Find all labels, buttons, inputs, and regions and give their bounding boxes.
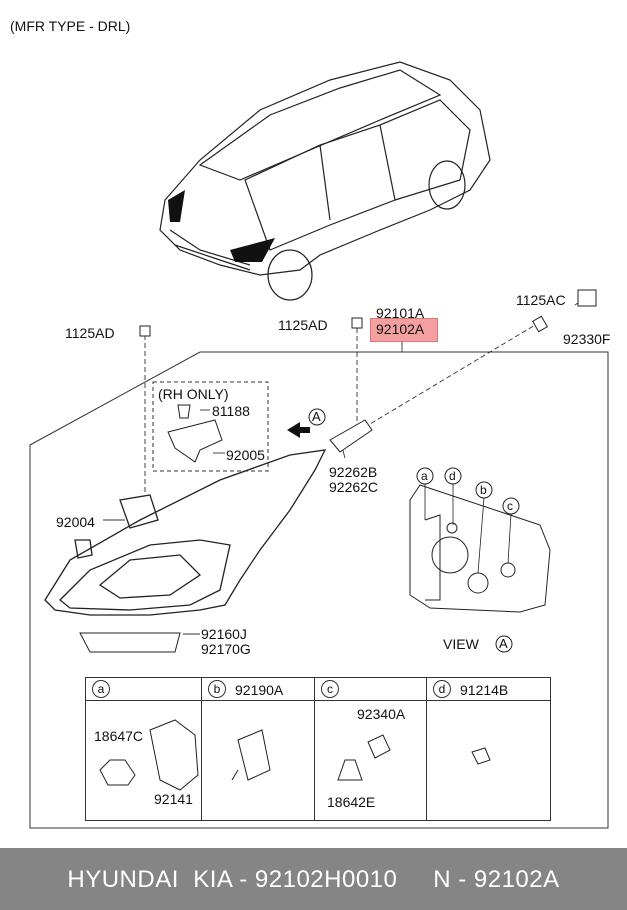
label-1125ad-left: 1125AD xyxy=(65,325,115,341)
label-81188: 81188 xyxy=(212,403,250,419)
table-col-a-letter: a xyxy=(92,680,110,698)
view-arrow xyxy=(287,422,310,438)
callout-a: a xyxy=(421,469,428,483)
table-col-a: a 18647C 92141 xyxy=(86,678,201,820)
label-view-a-circle: A xyxy=(499,636,508,651)
headlamp-assembly xyxy=(44,449,327,616)
table-col-c-letter: c xyxy=(321,680,339,698)
label-91214b: 91214B xyxy=(460,682,509,698)
table-header xyxy=(86,678,550,701)
table-col-d: d 91214B xyxy=(426,678,551,820)
table-col-d-letter: d xyxy=(433,680,451,698)
table-col-b: b 92190A xyxy=(201,678,315,820)
bracket-92005 xyxy=(167,419,223,463)
label-92005: 92005 xyxy=(226,447,265,463)
label-92170g: 92170G xyxy=(201,641,251,657)
car-headlights xyxy=(168,190,275,262)
label-92141: 92141 xyxy=(154,791,193,807)
clip-92330f xyxy=(577,289,597,307)
label-92340a: 92340A xyxy=(357,706,406,722)
label-92004: 92004 xyxy=(56,514,95,530)
bracket-92160j xyxy=(79,632,181,653)
main-frame xyxy=(29,351,609,829)
table-part-drawings xyxy=(99,719,491,791)
label-92262b: 92262B xyxy=(329,464,378,480)
car-illustration xyxy=(159,61,491,301)
table-col-c: c 92340A 18642E xyxy=(314,678,427,820)
highlight-box xyxy=(370,318,438,342)
nut-81188 xyxy=(177,404,191,419)
rh-only-box xyxy=(152,381,269,472)
parts-table: a 18647C 92141 b 92190A c 92340A 18642E … xyxy=(85,677,551,821)
label-rh-only: (RH ONLY) xyxy=(158,386,229,402)
label-view: VIEW xyxy=(443,636,479,652)
label-92190a: 92190A xyxy=(235,682,284,698)
callout-c: c xyxy=(507,499,513,513)
label-92101a: 92101A xyxy=(376,305,425,321)
label-1125ad-mid: 1125AD xyxy=(278,317,328,333)
mfr-type-note: (MFR TYPE - DRL) xyxy=(10,18,131,34)
callout-b: b xyxy=(480,483,487,497)
label-18642e: 18642E xyxy=(327,794,376,810)
label-arrow-a: A xyxy=(312,409,321,424)
label-1125ac: 1125AC xyxy=(516,292,566,308)
table-col-b-letter: b xyxy=(208,680,226,698)
footer-part-number: HYUNDAI KIA - 92102H0010 N - 92102A xyxy=(67,866,560,893)
actuator-92262 xyxy=(329,419,373,453)
footer-bar: HYUNDAI KIA - 92102H0010 N - 92102A xyxy=(0,848,627,910)
bolt-1125ad-mid xyxy=(351,317,363,329)
callout-d: d xyxy=(449,469,456,483)
bolt-1125ad-left xyxy=(139,325,151,337)
view-a-drawing xyxy=(409,484,551,613)
label-92330f: 92330F xyxy=(563,331,611,347)
label-92160j: 92160J xyxy=(201,626,247,642)
label-18647c: 18647C xyxy=(94,728,144,744)
label-92102a: 92102A xyxy=(376,321,425,337)
bolt-1125ac xyxy=(531,315,549,333)
label-92262c: 92262C xyxy=(329,479,379,495)
